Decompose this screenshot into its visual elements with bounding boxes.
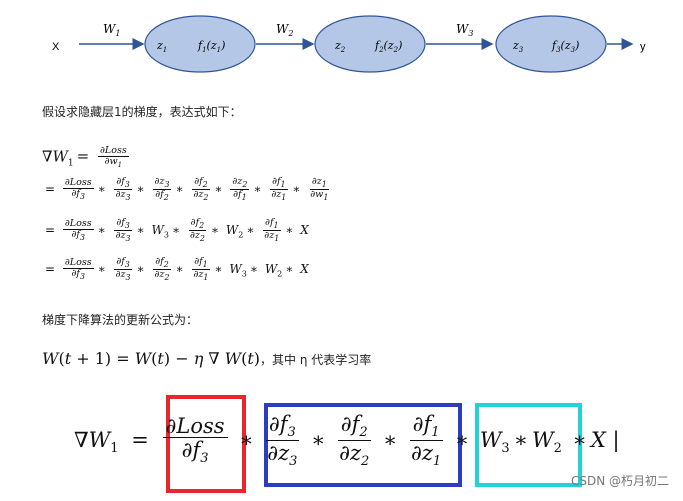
svg-text:f3(z3): f3(z3): [551, 39, 579, 54]
svg-text:z1: z1: [156, 39, 167, 54]
derivation-step-1: = ∂Loss∂f3∗ ∂f3∂z3∗ ∂z3∂f2∗ ∂f2∂z2∗ ∂z2∂…: [45, 176, 329, 203]
svg-text:z2: z2: [334, 39, 346, 54]
watermark: CSDN @朽月初二: [570, 474, 669, 488]
hidden-node-1: [144, 15, 256, 73]
intro-text: 假设求隐藏层1的梯度，表达式如下：: [42, 105, 242, 119]
network-diagram: X W1 z1 f1(z1) W2 z2 f2(z2) W3 z3 f3(z3)…: [52, 15, 646, 73]
derivation-step-2: = ∂Loss∂f3∗ ∂f3∂z3∗ W3∗ ∂f2∂z2∗ W2∗ ∂f1∂…: [45, 217, 309, 244]
hidden-node-3: [495, 15, 607, 73]
loss-over-f3-term: ∂Loss∂f3: [162, 415, 228, 467]
weight-label-w2: W2: [276, 22, 293, 38]
derivation-step-3: = ∂Loss∂f3∗ ∂f3∂z3∗ ∂f2∂z2∗ ∂f1∂z1∗ W3∗ …: [45, 256, 309, 283]
activation-terms-highlight-box: [264, 403, 462, 487]
highlighted-gradient-formula: ∇W1 = ∂Loss∂f3 ∗ ∂f3∂z3 ∗ ∂f2∂z2 ∗ ∂f1∂z…: [74, 412, 620, 470]
weight-label-w1: W1: [103, 22, 120, 38]
update-formula: W(t + 1) = W(t) − η ∇ W(t)，其中 η 代表学习率: [42, 349, 371, 368]
weight-terms-highlight-box: [475, 403, 582, 487]
gradient-lhs: ∇W1= ∂Loss∂w1: [42, 145, 129, 169]
update-note: ，其中 η 代表学习率: [260, 353, 372, 367]
loss-term-highlight-box: [166, 395, 246, 493]
input-label: X: [52, 41, 60, 53]
svg-text:f1(z1): f1(z1): [197, 39, 225, 54]
output-label: y: [640, 41, 646, 53]
update-intro-text: 梯度下降算法的更新公式为：: [42, 313, 199, 327]
svg-text:f2(z2): f2(z2): [374, 39, 402, 54]
weight-label-w3: W3: [456, 22, 473, 38]
hidden-node-2: [314, 15, 426, 73]
update-equation: W(t + 1) = W(t) − η ∇ W(t): [42, 349, 261, 368]
svg-text:z3: z3: [512, 39, 524, 54]
